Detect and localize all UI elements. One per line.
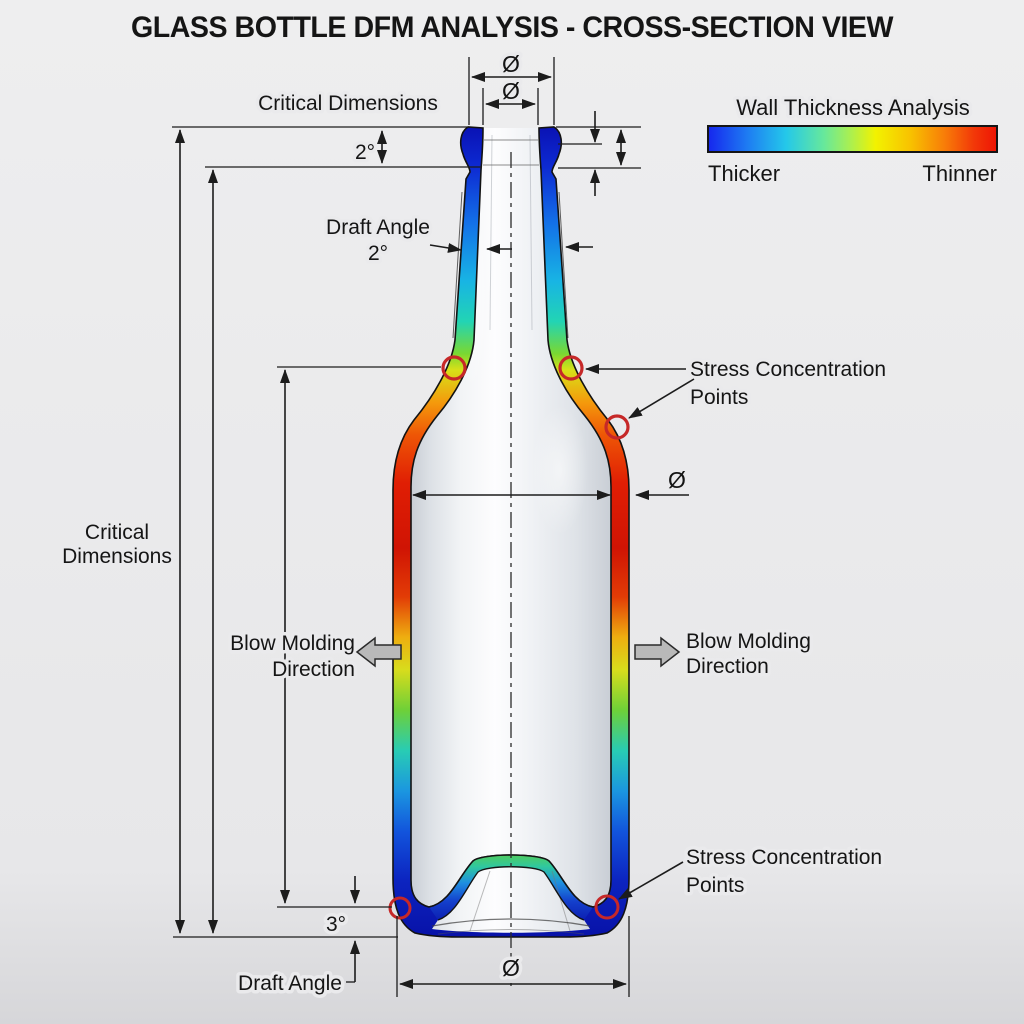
legend-title: Wall Thickness Analysis	[736, 95, 970, 120]
body-diameter-symbol: Ø	[668, 467, 686, 493]
body-diameter-dimension-group: Ø	[412, 464, 690, 500]
critical-dimensions-left-label-line1: Critical	[85, 521, 149, 544]
blow-molding-right-group: Blow Molding Direction	[634, 627, 814, 682]
base-draft-angle-group: 3° Draft Angle	[173, 876, 398, 999]
stress-points-upper-label-line2: Points	[690, 386, 748, 409]
draft-angle-top-value: 2°	[368, 242, 388, 265]
draft-angle-arrow	[429, 242, 462, 253]
bottle-cross-section	[392, 126, 630, 986]
base-angle-value: 3°	[326, 913, 346, 936]
draft-angle-top-label: Draft Angle	[326, 216, 430, 239]
blow-direction-right-arrow-icon	[634, 636, 681, 668]
draft-angle-bottom-label: Draft Angle	[238, 972, 342, 995]
stress-point-marker	[558, 355, 584, 381]
stress-leader-arrow	[618, 861, 684, 900]
neck-diameter-dimensions: Ø Ø	[468, 48, 555, 125]
stress-points-lower-label-line2: Points	[686, 874, 744, 897]
base-arc	[431, 918, 591, 927]
base-diameter-symbol: Ø	[502, 955, 520, 981]
blow-molding-left-label-line2: Direction	[272, 658, 355, 681]
neck-bore-line	[489, 134, 493, 331]
neck-angle-value: 2°	[355, 141, 375, 164]
bottle-wall-band	[392, 126, 630, 938]
blow-direction-left-arrow-icon	[355, 636, 402, 668]
stress-point-marker	[604, 414, 630, 440]
stress-points-upper-group: Stress Concentration Points	[441, 355, 890, 440]
wall-thickness-legend: Wall Thickness Analysis Thicker Thinner	[707, 92, 998, 186]
blow-molding-left-label-line1: Blow Molding	[230, 632, 355, 655]
blow-molding-right-label-line1: Blow Molding	[686, 630, 811, 653]
punt-cone-line	[551, 870, 571, 932]
stress-points-upper-label-line1: Stress Concentration	[690, 358, 886, 381]
legend-thicker-label: Thicker	[708, 161, 780, 186]
stress-point-marker	[441, 355, 467, 381]
stress-point-marker	[594, 894, 620, 920]
blow-molding-right-label-line2: Direction	[686, 655, 769, 678]
critical-dimensions-group: Critical Dimensions 2° Critical Dimensio…	[59, 89, 482, 934]
outer-diameter-symbol: Ø	[502, 51, 520, 77]
page-title: GLASS BOTTLE DFM ANALYSIS - CROSS-SECTIO…	[131, 11, 894, 44]
blow-molding-left-group: Blow Molding Direction	[227, 629, 402, 685]
inner-diameter-symbol: Ø	[502, 78, 520, 104]
base-diameter-dimension-group: Ø	[396, 916, 630, 997]
stress-point-marker	[388, 896, 412, 920]
critical-dimensions-top-label: Critical Dimensions	[258, 92, 438, 115]
draft-reference-line	[452, 191, 463, 339]
base-arc	[437, 929, 585, 935]
stress-points-lower-label-line1: Stress Concentration	[686, 846, 882, 869]
glass-highlight	[532, 405, 588, 535]
draft-reference-line	[558, 191, 569, 339]
legend-gradient-bar	[707, 125, 998, 153]
neck-draft-angle-group: Draft Angle 2°	[323, 213, 593, 269]
critical-dimensions-left-label-line2: Dimensions	[62, 545, 172, 568]
neck-height-dimensions	[556, 111, 641, 196]
stress-points-lower-group: Stress Concentration Points	[388, 843, 886, 920]
neck-bore-line	[529, 134, 533, 331]
stress-leader-arrow	[628, 378, 695, 419]
punt-cavity	[432, 866, 590, 933]
legend-thinner-label: Thinner	[922, 161, 997, 186]
